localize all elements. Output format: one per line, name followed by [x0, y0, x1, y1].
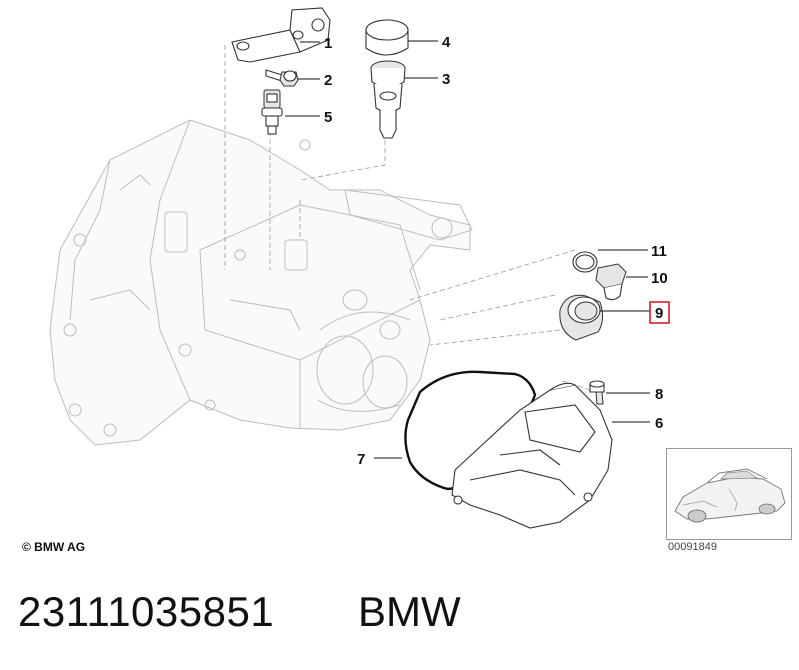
callouts: 1 2 3 4 5 6 7 8 9 10 11 — [324, 34, 668, 468]
part-6-cover — [451, 382, 613, 529]
gearbox-housing — [49, 119, 473, 446]
callout-7: 7 — [357, 451, 365, 468]
callout-3: 3 — [442, 71, 450, 88]
part-11-o-ring — [572, 251, 598, 273]
diagram-reference-code: 00091849 — [668, 541, 717, 553]
copyright-notice: © BMW AG — [22, 540, 86, 554]
part-10-plug — [595, 263, 627, 301]
callout-11: 11 — [651, 243, 667, 260]
callout-1: 1 — [324, 35, 332, 52]
callout-4: 4 — [442, 34, 451, 51]
vehicle-thumbnail — [666, 448, 792, 540]
callout-5: 5 — [324, 109, 332, 126]
callout-6: 6 — [655, 415, 663, 432]
callout-9-highlight — [649, 301, 670, 324]
callout-10: 10 — [651, 270, 668, 287]
callout-8: 8 — [655, 386, 663, 403]
part-number: 23111035851 — [18, 588, 275, 635]
part-5-switch — [261, 89, 283, 135]
callout-9: 9 — [655, 305, 663, 322]
part-9-shaft-seal — [559, 294, 604, 341]
part-2-bolt — [265, 69, 299, 87]
leader-lines — [285, 40, 650, 459]
car-icon — [674, 468, 786, 523]
callout-2: 2 — [324, 72, 332, 89]
part-3-shift-rod — [370, 60, 406, 139]
part-1-shift-bracket — [231, 7, 331, 63]
part-4-cap — [365, 19, 409, 56]
part-8-bolt — [589, 380, 605, 405]
installation-guides — [224, 45, 591, 391]
brand-name: BMW — [358, 588, 461, 635]
